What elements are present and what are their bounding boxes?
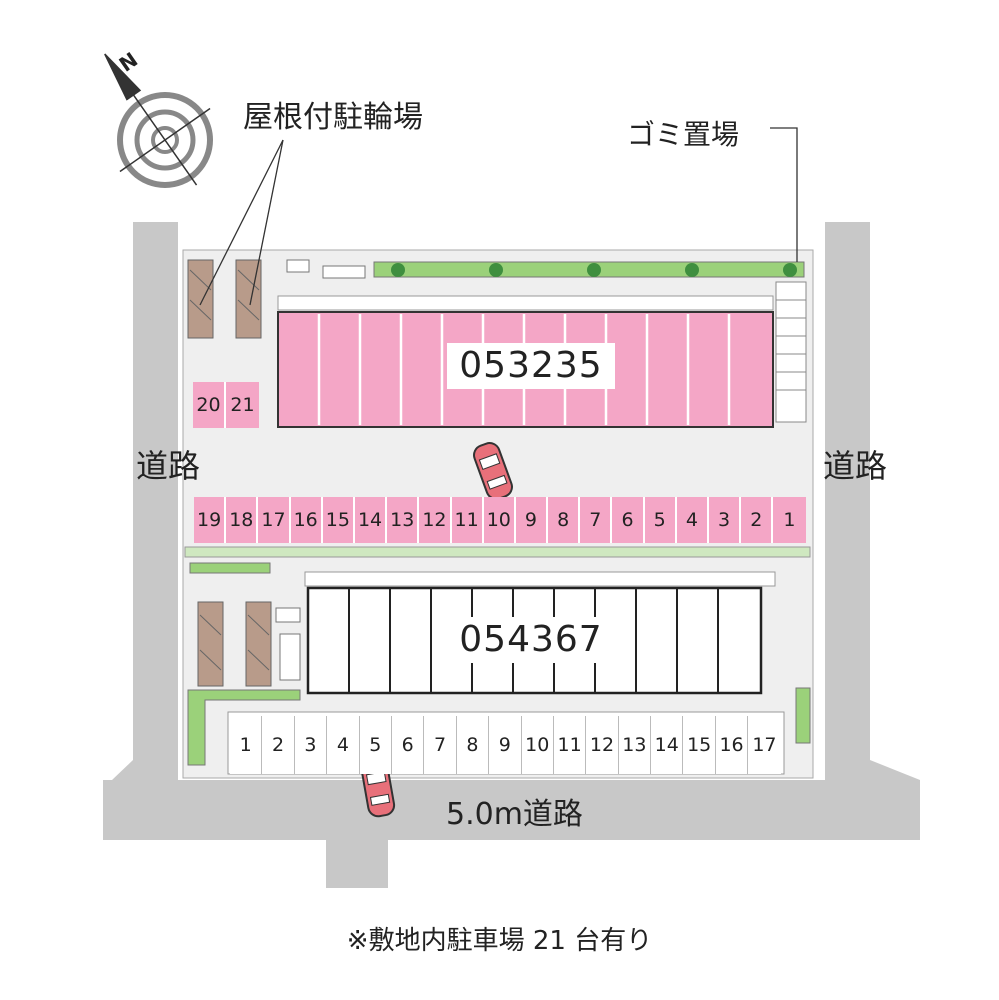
south-east-hedge [795, 687, 811, 744]
stairs-lines [776, 299, 806, 391]
parking-space: 5 [359, 716, 392, 774]
parking-space: 4 [676, 497, 709, 543]
parking-space: 13 [618, 716, 652, 774]
parking-space: 2 [741, 497, 774, 543]
parking-space: 15 [683, 716, 716, 774]
parking-space: 5 [644, 497, 677, 543]
parking-bottom-row: 1 2 3 4 5 6 7 8 9 10 11 12 13 14 15 16 1… [230, 716, 782, 774]
bike-sheds [187, 259, 272, 687]
parking-space: 6 [612, 497, 645, 543]
roads [103, 222, 920, 888]
footnote: ※敷地内駐車場 21 台有り [346, 926, 653, 956]
parking-space: 12 [586, 716, 619, 774]
parking-space: 20 [193, 382, 226, 428]
south-west-hedge [187, 689, 301, 766]
parking-middle-row: 19 18 17 16 15 14 13 12 11 10 9 8 7 6 5 … [194, 497, 806, 543]
parking-space: 4 [327, 716, 360, 774]
covered-bicycle-parking-label: 屋根付駐輪場 [243, 100, 423, 135]
parking-space: 18 [226, 497, 259, 543]
parking-space: 14 [651, 716, 684, 774]
parking-space: 14 [354, 497, 388, 543]
bike-shed-marks [189, 269, 270, 671]
parking-space: 12 [419, 497, 452, 543]
parking-space: 11 [451, 497, 484, 543]
parking-space: 3 [294, 716, 328, 774]
parking-space: 11 [553, 716, 587, 774]
parking-space: 2 [262, 716, 295, 774]
garbage-pointer [770, 127, 798, 262]
parking-space: 19 [194, 497, 227, 543]
south-building-id: 054367 [447, 617, 615, 663]
parking-space: 10 [521, 716, 554, 774]
road-bottom-spur [326, 838, 388, 888]
road-right-label: 道路 [823, 447, 888, 485]
parking-space: 17 [748, 716, 781, 774]
parking-space: 7 [580, 497, 613, 543]
middle-green-strip [184, 546, 811, 558]
parking-space: 15 [322, 497, 355, 543]
garbage-area [775, 281, 807, 423]
hedge-trees [391, 263, 797, 277]
parking-space: 9 [489, 716, 522, 774]
road-bottom [103, 780, 920, 840]
bike-label-pointers [199, 139, 284, 306]
parking-space: 21 [226, 382, 259, 428]
north-building-id: 053235 [447, 343, 615, 389]
small-hedge [189, 562, 271, 574]
road-left-label: 道路 [136, 447, 201, 485]
parking-space: 17 [258, 497, 291, 543]
road-right [825, 222, 920, 780]
parking-space: 16 [290, 497, 323, 543]
parking-space: 9 [515, 497, 549, 543]
road-bottom-label: 5.0m道路 [446, 797, 583, 832]
south-balcony [304, 571, 776, 587]
parking-space: 1 [773, 497, 806, 543]
parking-space: 8 [456, 716, 490, 774]
north-balcony [277, 295, 774, 311]
garbage-area-label: ゴミ置場 [627, 118, 740, 151]
parking-space: 6 [391, 716, 425, 774]
parking-upper-small: 20 21 [193, 382, 259, 428]
parking-space: 8 [548, 497, 581, 543]
parking-space: 7 [424, 716, 457, 774]
parking-space: 13 [387, 497, 420, 543]
utility-boxes [275, 259, 366, 681]
parking-space: 10 [483, 497, 516, 543]
road-left [112, 222, 178, 780]
parking-space: 3 [709, 497, 742, 543]
parking-space: 16 [715, 716, 749, 774]
compass-icon [104, 53, 213, 188]
parking-space: 1 [230, 716, 263, 774]
